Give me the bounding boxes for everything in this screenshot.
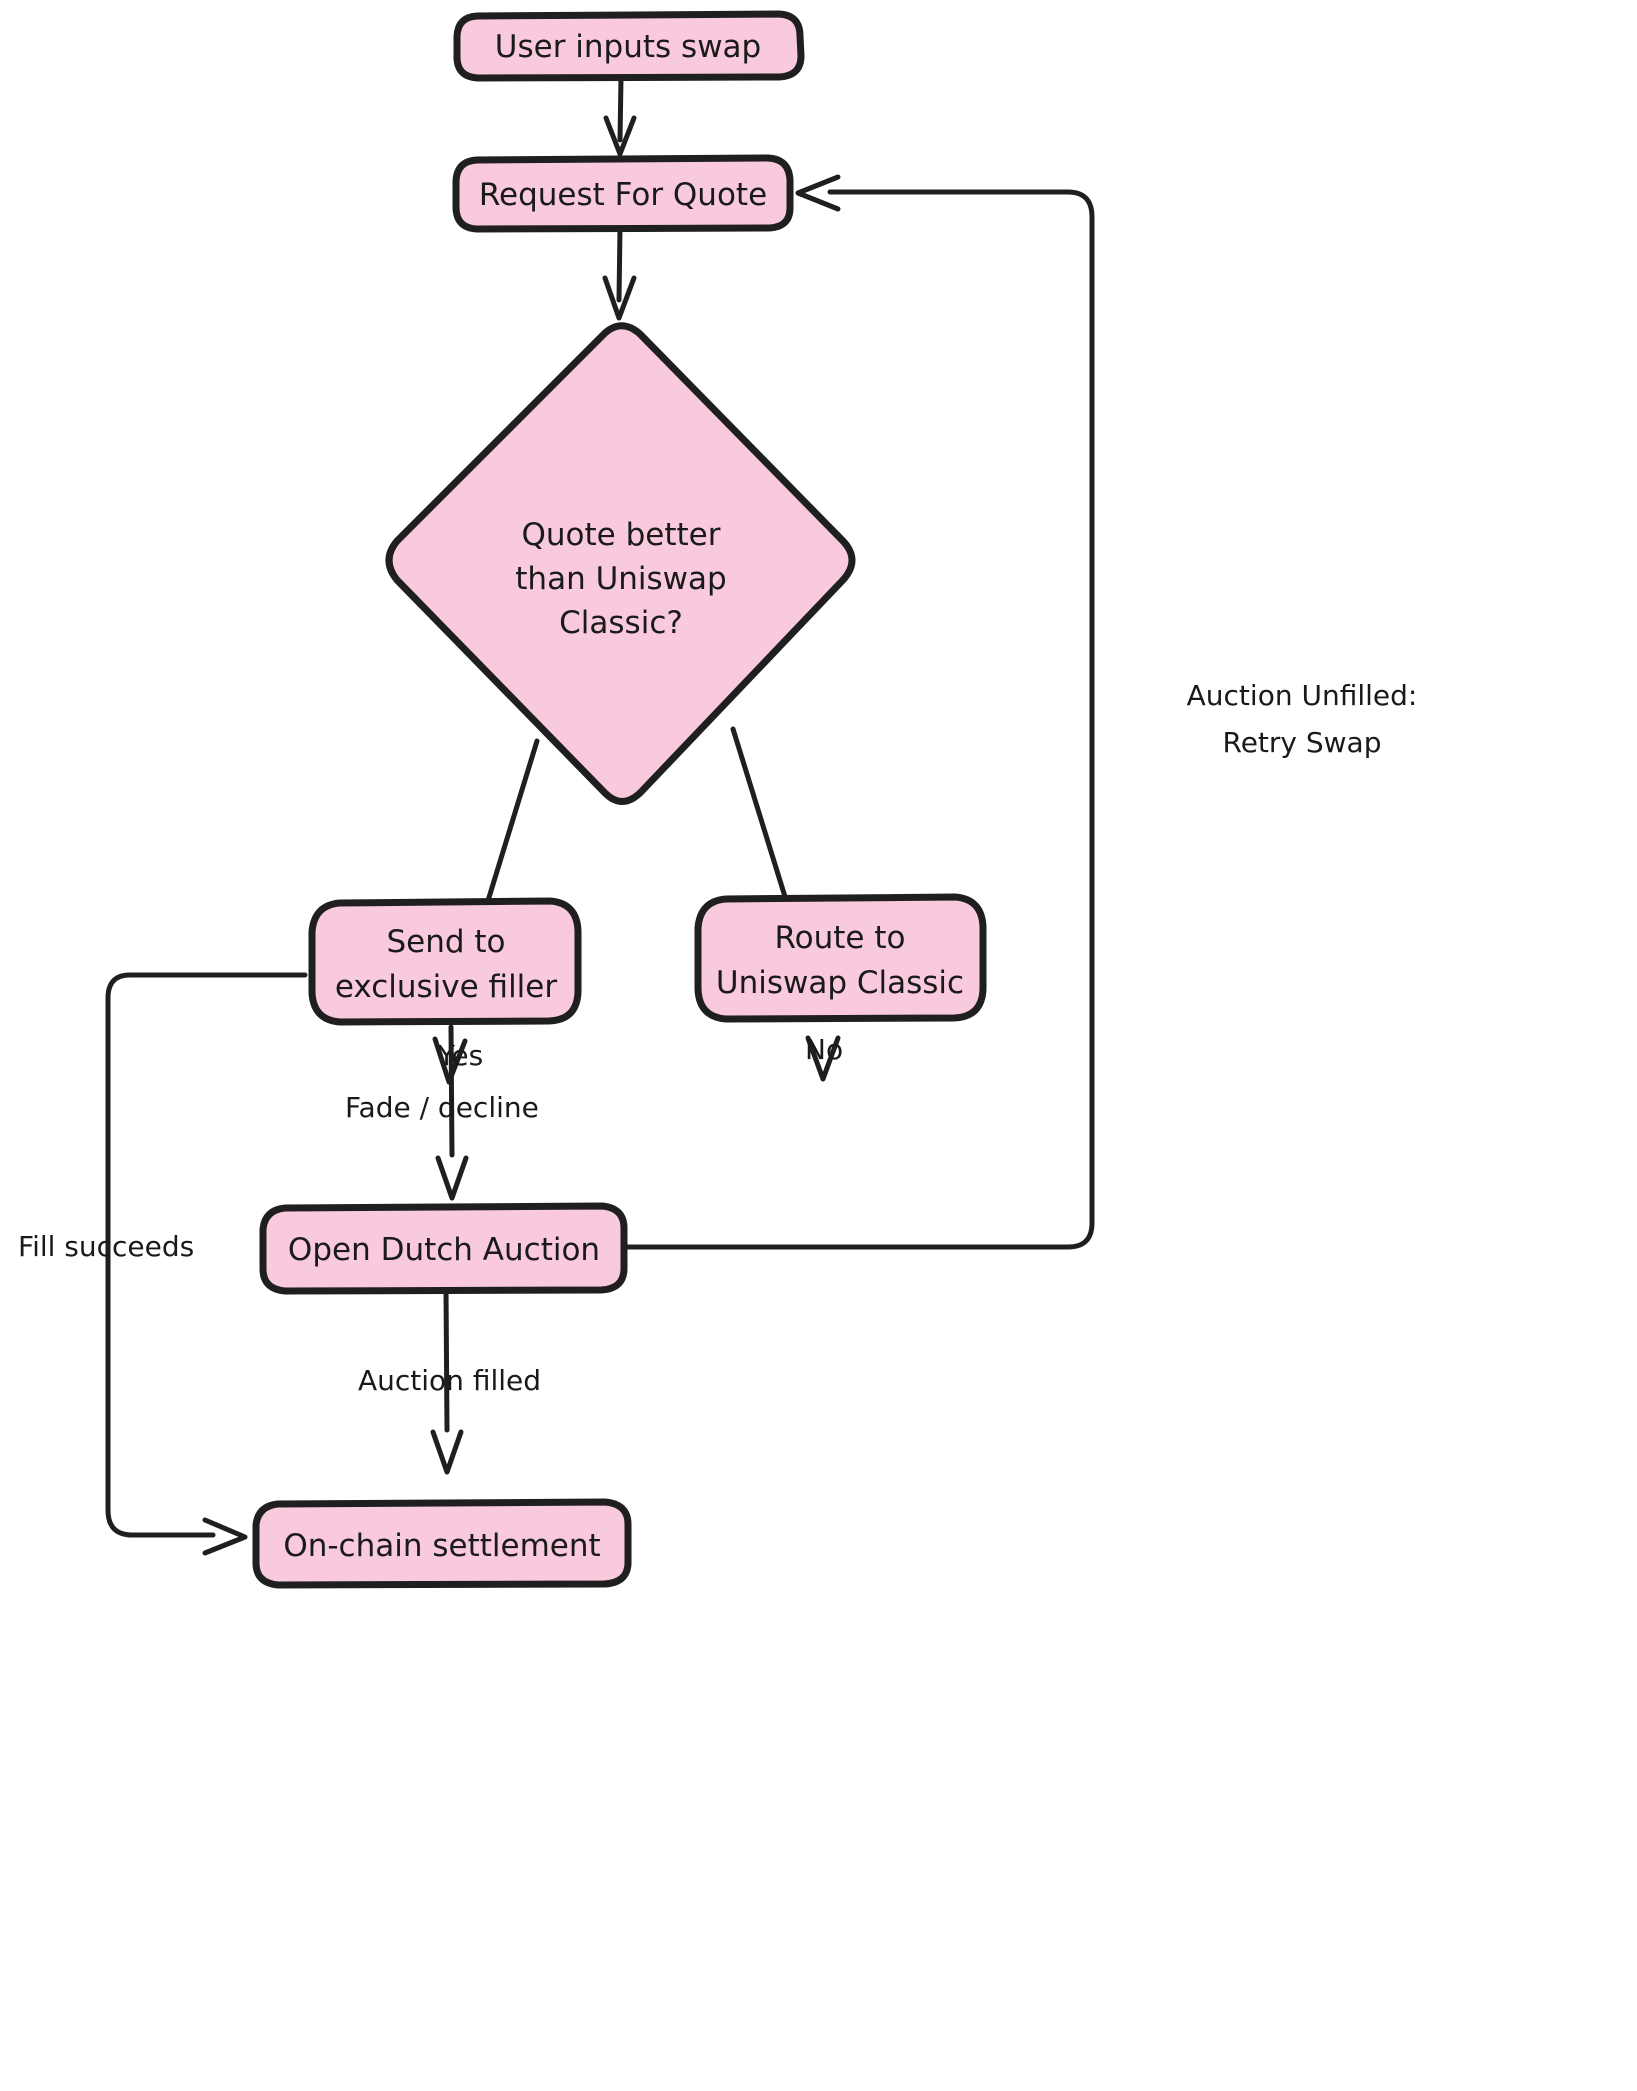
- node-label-user-inputs-swap: User inputs swap: [495, 29, 761, 65]
- node-label-request-for-quote: Request For Quote: [479, 177, 767, 213]
- edge-label-fade-decline: Fade / decline: [345, 1091, 539, 1124]
- node-label-decision-line2: than Uniswap: [515, 561, 726, 597]
- edge-auction-to-rfq: Auction Unfilled: Retry Swap: [619, 174, 1418, 1250]
- edge-label-no: No: [805, 1033, 843, 1066]
- node-decision-quote-better[interactable]: Quote better than Uniswap Classic?: [385, 322, 856, 805]
- node-on-chain-settlement[interactable]: On-chain settlement: [252, 1498, 632, 1589]
- node-send-to-exclusive-filler[interactable]: Send to exclusive filler: [308, 897, 582, 1026]
- edge-exclusive-to-settlement: Fill succeeds: [18, 972, 308, 1556]
- node-label-exclusive-line1: Send to: [386, 924, 505, 960]
- edge-auction-to-settlement: Auction filled: [358, 1287, 541, 1475]
- node-label-classic-line1: Route to: [775, 920, 906, 956]
- node-label-classic-line2: Uniswap Classic: [716, 965, 964, 1001]
- node-label-decision-line3: Classic?: [559, 605, 683, 641]
- node-user-inputs-swap[interactable]: User inputs swap: [453, 10, 805, 82]
- edge-label-fill-succeeds: Fill succeeds: [18, 1230, 194, 1263]
- node-label-exclusive-line2: exclusive filler: [335, 969, 557, 1005]
- edge-rfq-to-decision: [602, 225, 637, 321]
- edge-exclusive-to-auction: Fade / decline: [345, 1024, 539, 1201]
- node-route-to-uniswap-classic[interactable]: Route to Uniswap Classic: [694, 893, 987, 1023]
- edge-label-auction-unfilled-line2: Retry Swap: [1223, 726, 1382, 759]
- edge-label-yes: Yes: [437, 1039, 483, 1072]
- node-open-dutch-auction[interactable]: Open Dutch Auction: [259, 1202, 628, 1295]
- edge-label-auction-unfilled-line1: Auction Unfilled:: [1187, 679, 1418, 712]
- node-label-open-dutch-auction: Open Dutch Auction: [288, 1232, 600, 1268]
- node-label-decision-line1: Quote better: [522, 517, 721, 553]
- node-label-on-chain-settlement: On-chain settlement: [283, 1528, 600, 1564]
- edge-user-input-to-rfq: [603, 75, 637, 157]
- node-request-for-quote[interactable]: Request For Quote: [452, 154, 794, 233]
- edge-label-auction-filled: Auction filled: [358, 1364, 541, 1397]
